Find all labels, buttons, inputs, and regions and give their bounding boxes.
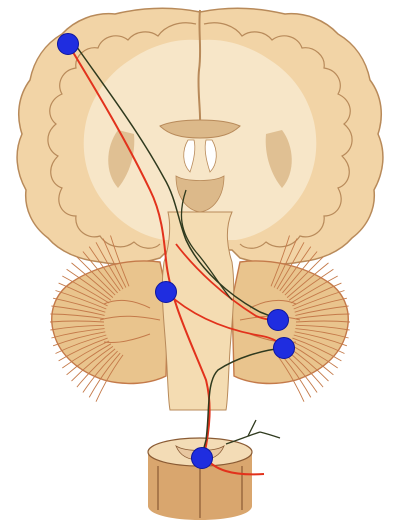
marker-pons[interactable] — [156, 282, 177, 303]
marker-cerebellar-cortex-lower[interactable] — [274, 338, 295, 359]
marker-motor-cortex[interactable] — [58, 34, 79, 55]
midbrain-pons-medulla — [162, 212, 233, 410]
marker-spinal-cord[interactable] — [192, 448, 213, 469]
brainstem — [162, 212, 233, 410]
marker-cerebellar-cortex-upper[interactable] — [268, 310, 289, 331]
